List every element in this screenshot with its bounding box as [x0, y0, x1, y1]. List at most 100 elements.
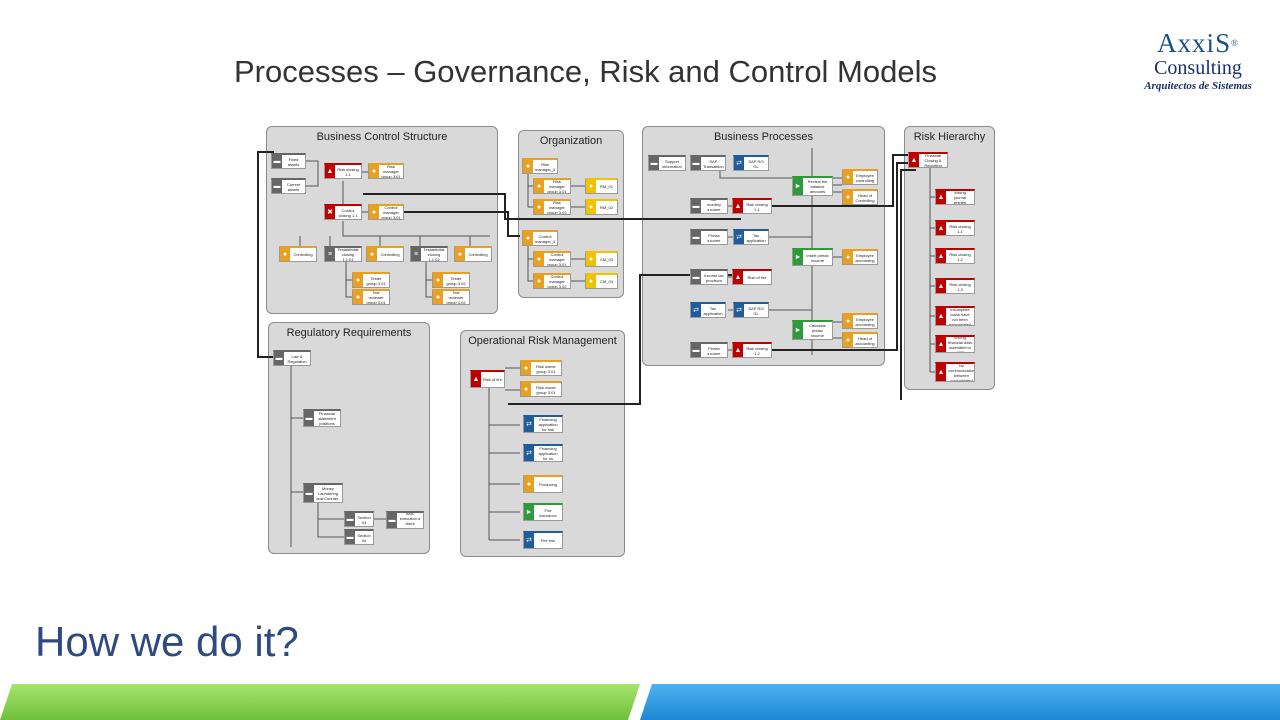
person-icon: ●	[524, 477, 534, 492]
diagram-node[interactable]: ▬Section 04	[344, 529, 374, 545]
diagram-node[interactable]: ▬Pretax income	[690, 342, 728, 358]
diagram-node[interactable]: ●Risk manager group 3.01	[368, 163, 404, 179]
warning-icon: ▲	[733, 200, 743, 213]
diagram-node[interactable]: ●Control manager group 3.01	[533, 251, 571, 267]
system-icon: ⇄	[524, 417, 534, 432]
warning-icon: ▲	[936, 280, 946, 293]
document-icon: ▬	[345, 531, 355, 544]
diagram-node[interactable]: ▲Risk closing 1.1	[935, 220, 975, 236]
document-icon: ▬	[691, 271, 701, 284]
document-icon: ▬	[649, 157, 659, 170]
diagram-node[interactable]: ▬SAP monthly income statement	[690, 198, 728, 214]
diagram-node[interactable]: ▲Financial Closing & Reporting	[908, 152, 948, 168]
warning-icon: ▲	[325, 165, 335, 178]
diagram-node[interactable]: ▬AML execution a client research	[386, 511, 424, 529]
diagram-node[interactable]: ●Risk manager group 3.02	[533, 199, 571, 215]
diagram-node[interactable]: ▬Current assets	[271, 178, 306, 194]
diagram-node[interactable]: ✖Control closing 1.1	[324, 204, 362, 220]
person-icon: ●	[353, 291, 363, 304]
warning-icon: ▲	[733, 271, 743, 284]
diagram-node[interactable]: ⇄Financing application for us	[523, 444, 563, 462]
diagram-node[interactable]: ●Risk owner group 3.01	[520, 360, 562, 376]
diagram-node[interactable]: ▲Incomplete loans have not been expropri…	[935, 306, 975, 326]
diagram-node[interactable]: ≡Testaktivitat closing 1.1.02	[410, 246, 448, 262]
diagram-node[interactable]: ⇄Fire risk	[523, 531, 563, 549]
diagram-node[interactable]: ⇄Financing application for risk	[523, 415, 563, 433]
footer-bar-left	[0, 684, 640, 720]
warning-icon: ▲	[471, 372, 481, 387]
function-icon: ►	[524, 505, 534, 520]
slide-title: Processes – Governance, Risk and Control…	[234, 54, 937, 89]
diagram-node[interactable]: ●Controlling	[454, 246, 492, 262]
diagram-node[interactable]: ▬Financial statement positions	[303, 409, 341, 427]
person-icon: ●	[586, 180, 596, 193]
diagram-node[interactable]: ▬Section 03	[344, 511, 374, 527]
diagram-node[interactable]: ●Controlling	[279, 246, 317, 262]
document-icon: ▬	[272, 155, 282, 168]
system-icon: ⇄	[734, 231, 744, 244]
document-icon: ▬	[387, 513, 397, 528]
diagram-node[interactable]: ●RM_01	[585, 178, 618, 194]
diagram-node[interactable]: ►Review the balance amounts	[792, 176, 833, 196]
diagram-node[interactable]: ▲Wrong journal entries	[935, 189, 975, 205]
diagram-node[interactable]: ▬Support information	[648, 155, 686, 171]
person-icon: ●	[534, 201, 544, 214]
diagram-node[interactable]: ▲Risk closing 1.2	[935, 248, 975, 264]
document-icon: ▬	[691, 157, 701, 170]
system-icon: ⇄	[734, 304, 744, 317]
diagram-node[interactable]: ▲Wrong financial data submitted to ABR	[935, 335, 975, 353]
diagram-node[interactable]: ►Calculate pretax income	[792, 320, 833, 340]
diagram-node[interactable]: ⇄Tax application	[733, 229, 769, 245]
diagram-node[interactable]: ▬Income tax provision	[690, 269, 728, 285]
panel-title: Risk Hierarchy	[913, 131, 986, 143]
diagram-node[interactable]: ●Control manager group 3.02	[533, 273, 571, 289]
document-icon: ▬	[691, 200, 701, 213]
diagram-node[interactable]: ●Control manager group 3.01	[368, 204, 404, 220]
diagram-node[interactable]: ⇄Tax application	[690, 302, 726, 318]
person-icon: ●	[843, 251, 853, 264]
warning-icon: ▲	[936, 308, 946, 325]
diagram-node[interactable]: ⇄SAP R/3 GL	[733, 302, 769, 318]
diagram-node[interactable]: ●Head of Controlling	[842, 189, 878, 205]
diagram-node[interactable]: ●Employee accounting	[842, 249, 878, 265]
diagram-node[interactable]: ≡Testaktivitat closing 1.1.01	[324, 246, 362, 262]
diagram-node[interactable]: ●Producing	[523, 475, 563, 493]
diagram-node[interactable]: ▲Risk of fire	[732, 269, 772, 285]
diagram-node[interactable]: ●Test reviewer group 3.02	[432, 289, 470, 305]
diagram-node[interactable]: ●Risk manager_3	[522, 158, 558, 174]
diagram-node[interactable]: ▲No communication between consolidated	[935, 362, 975, 382]
diagram-node[interactable]: ▲Risk of fire	[470, 370, 505, 388]
diagram-node[interactable]: ►Fire insurance	[523, 503, 563, 521]
diagram-node[interactable]: ▲Risk closing 1.3	[935, 278, 975, 294]
person-icon: ●	[521, 383, 531, 396]
diagram-node[interactable]: ●CM_04	[585, 273, 618, 289]
warning-icon: ▲	[909, 154, 919, 167]
diagram-node[interactable]: ▬Act on Anti-Money Laundering and Counte…	[303, 483, 343, 503]
diagram-node[interactable]: ▬SAP Transaktion	[690, 155, 726, 171]
diagram-node[interactable]: ●Head of accounting	[842, 332, 878, 348]
person-icon: ●	[534, 253, 544, 266]
diagram-node[interactable]: ▬Pretax income	[690, 229, 728, 245]
person-icon: ●	[586, 253, 596, 266]
diagram-node[interactable]: ▬Law & Regulation	[273, 350, 311, 366]
diagram-node[interactable]: ▲Risk closing 1.2	[732, 342, 772, 358]
person-icon: ●	[586, 275, 596, 288]
diagram-node[interactable]: ▲Risk closing 1.1	[732, 198, 772, 214]
diagram-node[interactable]: ▬Fixed assets	[271, 153, 306, 169]
diagram-node[interactable]: ●Risk owner group 3.01	[520, 381, 562, 397]
diagram-node[interactable]: ●Control manager_3	[522, 230, 558, 246]
document-icon: ▬	[691, 344, 701, 357]
diagram-node[interactable]: ●Controlling	[366, 246, 404, 262]
diagram-node[interactable]: ●RM_02	[585, 199, 618, 215]
diagram-node[interactable]: ●Tester group 3.01	[352, 272, 390, 288]
diagram-node[interactable]: ●Employee controlling	[842, 169, 878, 185]
diagram-node[interactable]: ●Risk manager group 3.01	[533, 178, 571, 194]
diagram-node[interactable]: ●CM_03	[585, 251, 618, 267]
diagram-node[interactable]: ●Employee accounting	[842, 313, 878, 329]
diagram-node[interactable]: ●Test reviewer group 3.01	[352, 289, 390, 305]
diagram-node[interactable]: ●Tester group 3.02	[432, 272, 470, 288]
diagram-node[interactable]: ▲Risk closing 1.1	[324, 163, 362, 179]
person-icon: ●	[369, 206, 379, 219]
diagram-node[interactable]: ►Insert pretax income	[792, 248, 833, 266]
diagram-node[interactable]: ⇄SAP R/3 GL	[733, 155, 769, 171]
